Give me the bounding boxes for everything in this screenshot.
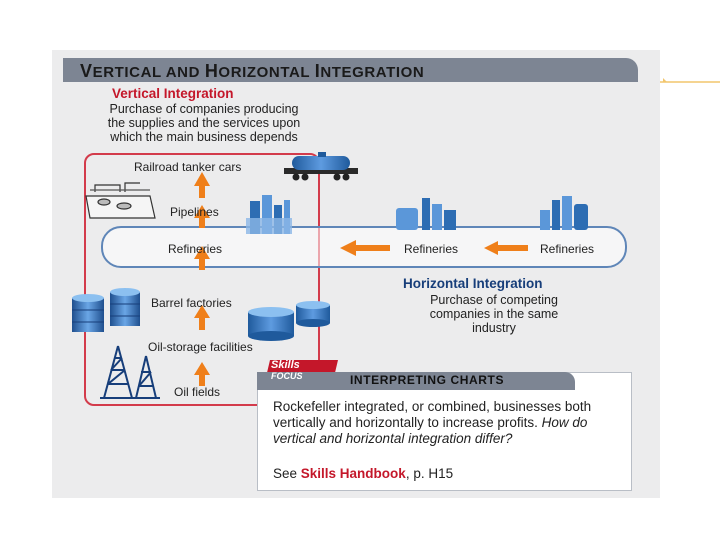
pipeline-icon [86,183,155,218]
tanker-car-icon [284,152,358,181]
skills-body: Rockefeller integrated, or combined, bus… [273,399,623,447]
label-refineries-right: Refineries [540,242,594,256]
label-oil-storage-facilities: Oil-storage facilities [148,340,253,354]
label-oil-fields: Oil fields [174,385,220,399]
label-barrel-factories: Barrel factories [151,296,232,310]
label-pipelines: Pipelines [170,205,219,219]
refinery-icon [540,196,588,230]
storage-tank-icon [248,301,330,341]
skills-bar-title: INTERPRETING CHARTS [350,373,504,387]
horizontal-description: Purchase of competing companies in the s… [394,293,594,335]
horizontal-heading: Horizontal Integration [403,276,543,291]
skills-reference: See Skills Handbook, p. H15 [273,466,453,481]
barrel-icon [72,288,140,332]
refinery-icon [246,195,292,234]
skills-badge-text: Skills FOCUS [271,360,303,382]
label-railroad-tanker-cars: Railroad tanker cars [134,160,241,174]
label-refineries-vertical: Refineries [168,242,222,256]
label-refineries-middle: Refineries [404,242,458,256]
refinery-icon [396,198,456,230]
